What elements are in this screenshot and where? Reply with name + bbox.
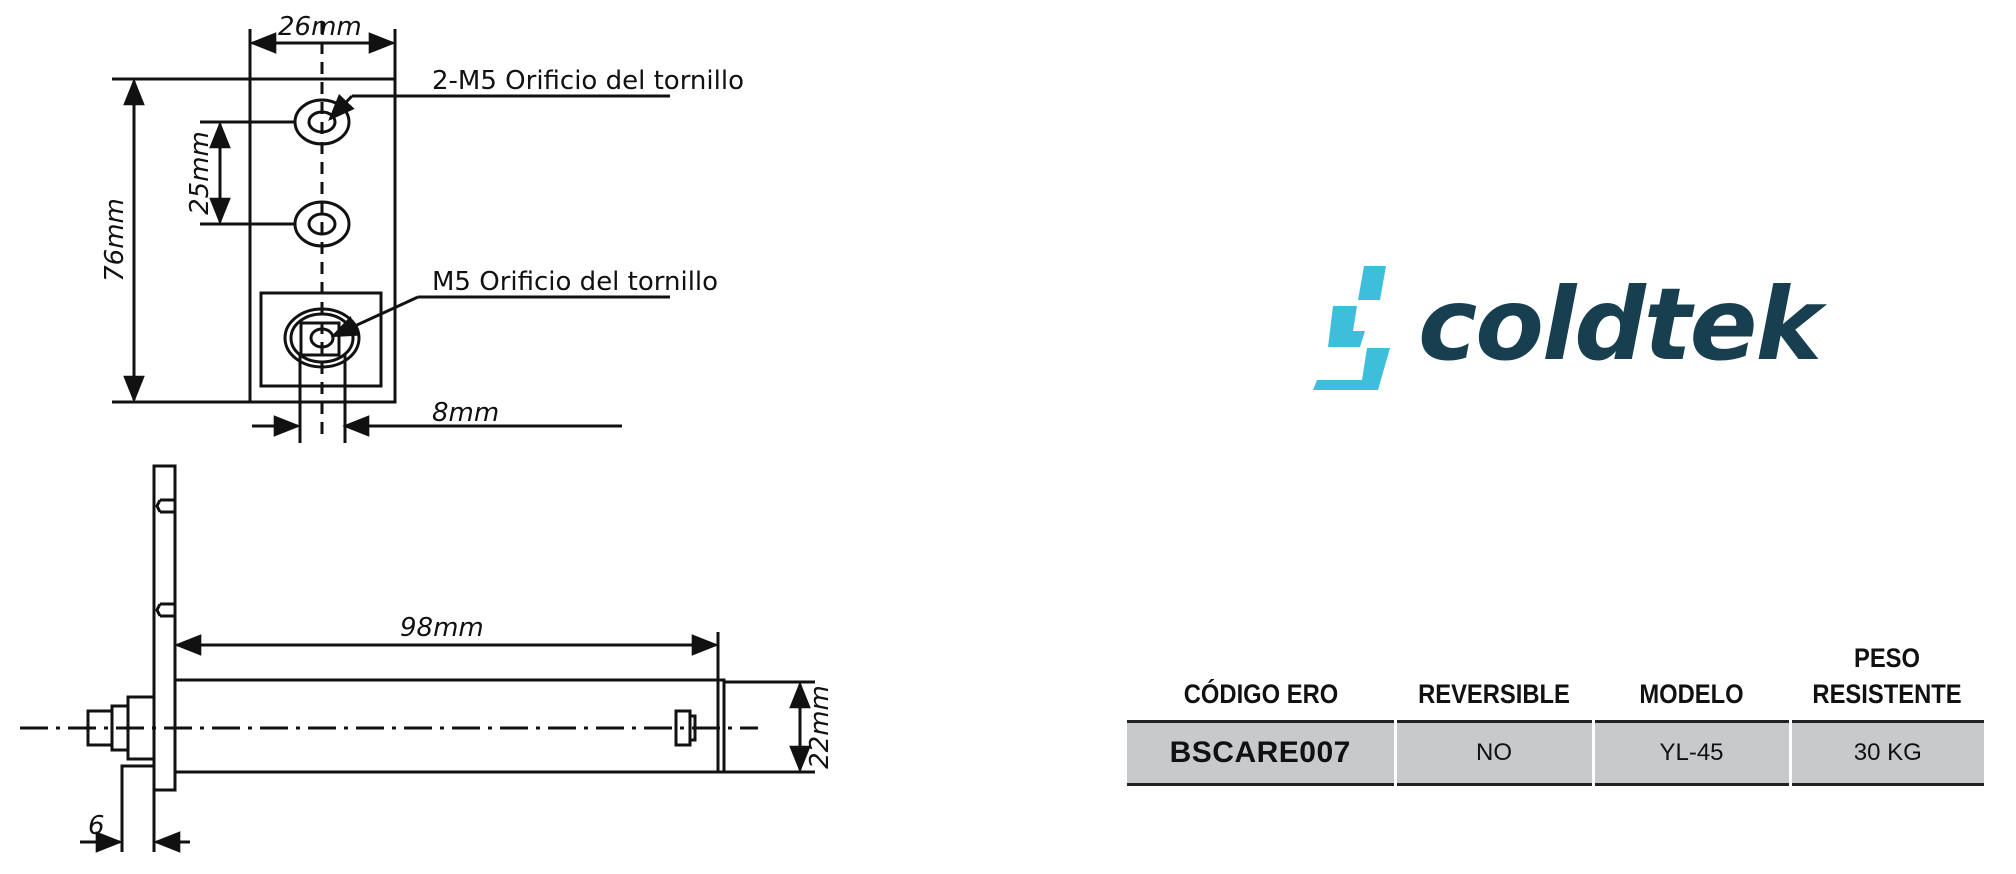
- table-row: BSCARE007 NO YL-45 30 KG: [1127, 721, 1984, 785]
- callout-single-label: M5 Orificio del tornillo: [432, 267, 718, 297]
- bolt-upper-stroke: [1358, 266, 1386, 300]
- mounting-plate: [152, 464, 177, 792]
- top-view: [112, 22, 670, 443]
- coldtek-logo: [1313, 266, 1390, 390]
- pivot-hole: [283, 307, 361, 369]
- cell-peso: 30 KG: [1788, 721, 1984, 785]
- cell-modelo: YL-45: [1591, 721, 1790, 785]
- spec-table-header: CÓDIGO ERO REVERSIBLE MODELO PESO RESIST…: [1127, 640, 1984, 722]
- bolt-icon: [1313, 266, 1390, 390]
- dim-label-offset: 8mm: [432, 398, 499, 428]
- dim-label-plate: 6: [88, 811, 105, 841]
- cell-codigo: BSCARE007: [1169, 736, 1351, 769]
- base-tab: [120, 764, 154, 790]
- shaft-end-cap: [716, 678, 726, 774]
- header-codigo: CÓDIGO ERO: [1183, 679, 1339, 709]
- bolt-lower-stroke: [1313, 348, 1390, 390]
- pivot-square: [259, 291, 383, 388]
- dim-label-length: 98mm: [400, 613, 484, 643]
- dim-label-width: 26mm: [278, 12, 362, 42]
- header-modelo: MODELO: [1639, 679, 1744, 709]
- technical-drawing: 26mm 76mm 25mm 8mm 2-M5 Orificio del tor…: [20, 12, 835, 853]
- dim-label-spacing: 25mm: [185, 131, 215, 215]
- pivot-shaft: [173, 678, 720, 774]
- dim-label-height: 76mm: [100, 198, 130, 282]
- dim-label-diameter: 22mm: [805, 685, 835, 769]
- spec-table: CÓDIGO ERO REVERSIBLE MODELO PESO RESIST…: [1127, 640, 1984, 786]
- cell-reversible: NO: [1393, 721, 1593, 785]
- header-reversible: REVERSIBLE: [1418, 679, 1570, 709]
- callout-holes-label: 2-M5 Orificio del tornillo: [432, 66, 744, 96]
- bolt-middle-stroke: [1328, 306, 1365, 347]
- side-view: [20, 464, 815, 853]
- brand-name: coldtek: [1418, 266, 1822, 383]
- header-peso: PESO RESISTENTE: [1812, 643, 1962, 709]
